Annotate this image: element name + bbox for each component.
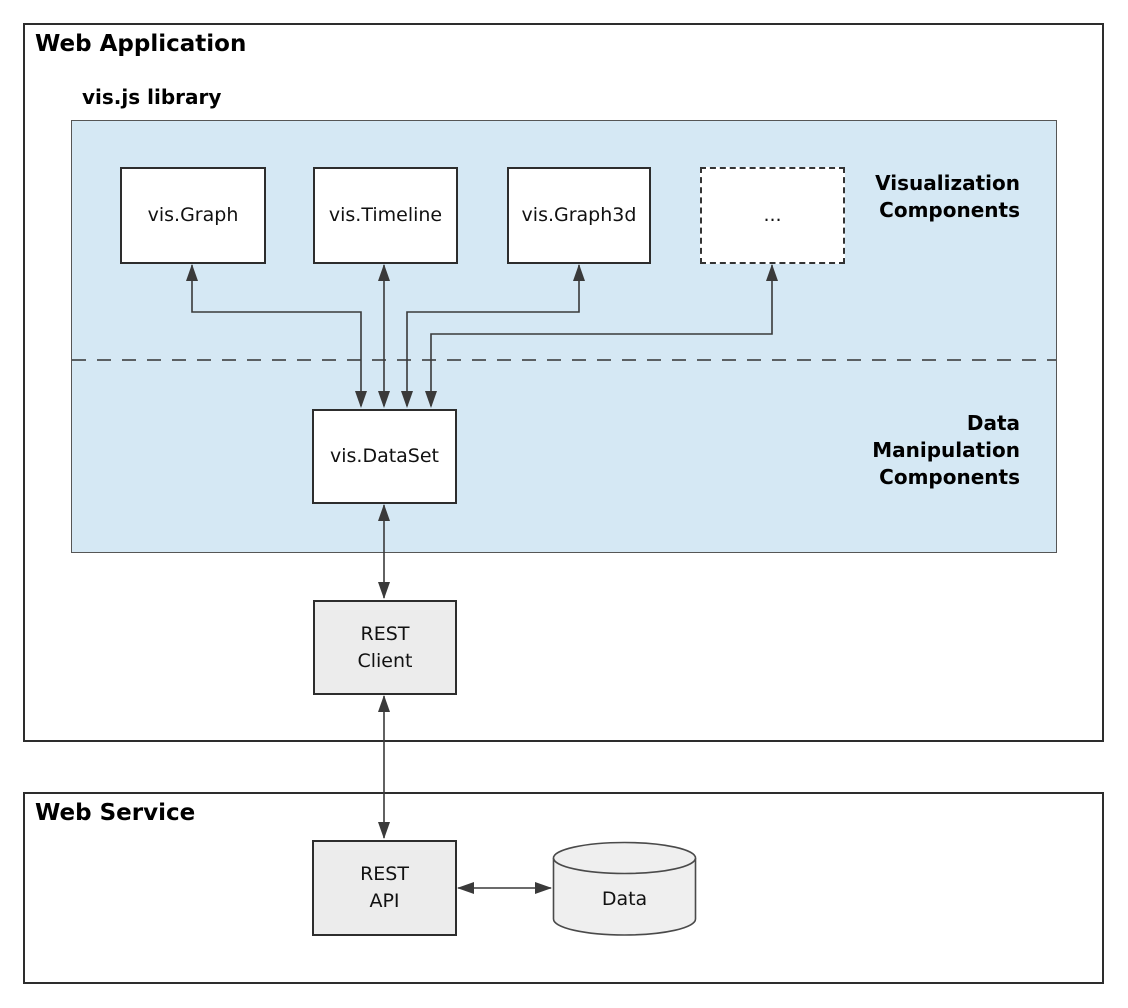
web-service-title: Web Service xyxy=(35,800,196,826)
more-components-label: ... xyxy=(763,204,782,226)
data-store-cylinder: Data xyxy=(552,840,697,937)
rest-api-box: REST API xyxy=(312,840,457,936)
visjs-library-title: vis.js library xyxy=(82,85,222,109)
web-application-title: Web Application xyxy=(35,31,247,57)
visualization-components-label: Visualization Components xyxy=(875,171,1020,222)
more-components-box: ... xyxy=(700,167,845,264)
data-store-label: Data xyxy=(601,888,648,910)
rest-client-label: REST Client xyxy=(357,622,413,672)
vis-timeline-label: vis.Timeline xyxy=(328,204,443,226)
cylinder-shape xyxy=(552,841,697,936)
data-manipulation-components-label: Data Manipulation Components xyxy=(872,411,1020,489)
rest-client-box: REST Client xyxy=(313,600,457,695)
vis-dataset-label: vis.DataSet xyxy=(329,445,440,467)
vis-dataset-box: vis.DataSet xyxy=(312,409,457,504)
vis-graph-label: vis.Graph xyxy=(147,204,239,226)
vis-graph3d-box: vis.Graph3d xyxy=(507,167,651,264)
vis-timeline-box: vis.Timeline xyxy=(313,167,458,264)
vis-graph-box: vis.Graph xyxy=(120,167,266,264)
rest-api-label: REST API xyxy=(360,863,409,912)
vis-graph3d-label: vis.Graph3d xyxy=(521,204,637,226)
